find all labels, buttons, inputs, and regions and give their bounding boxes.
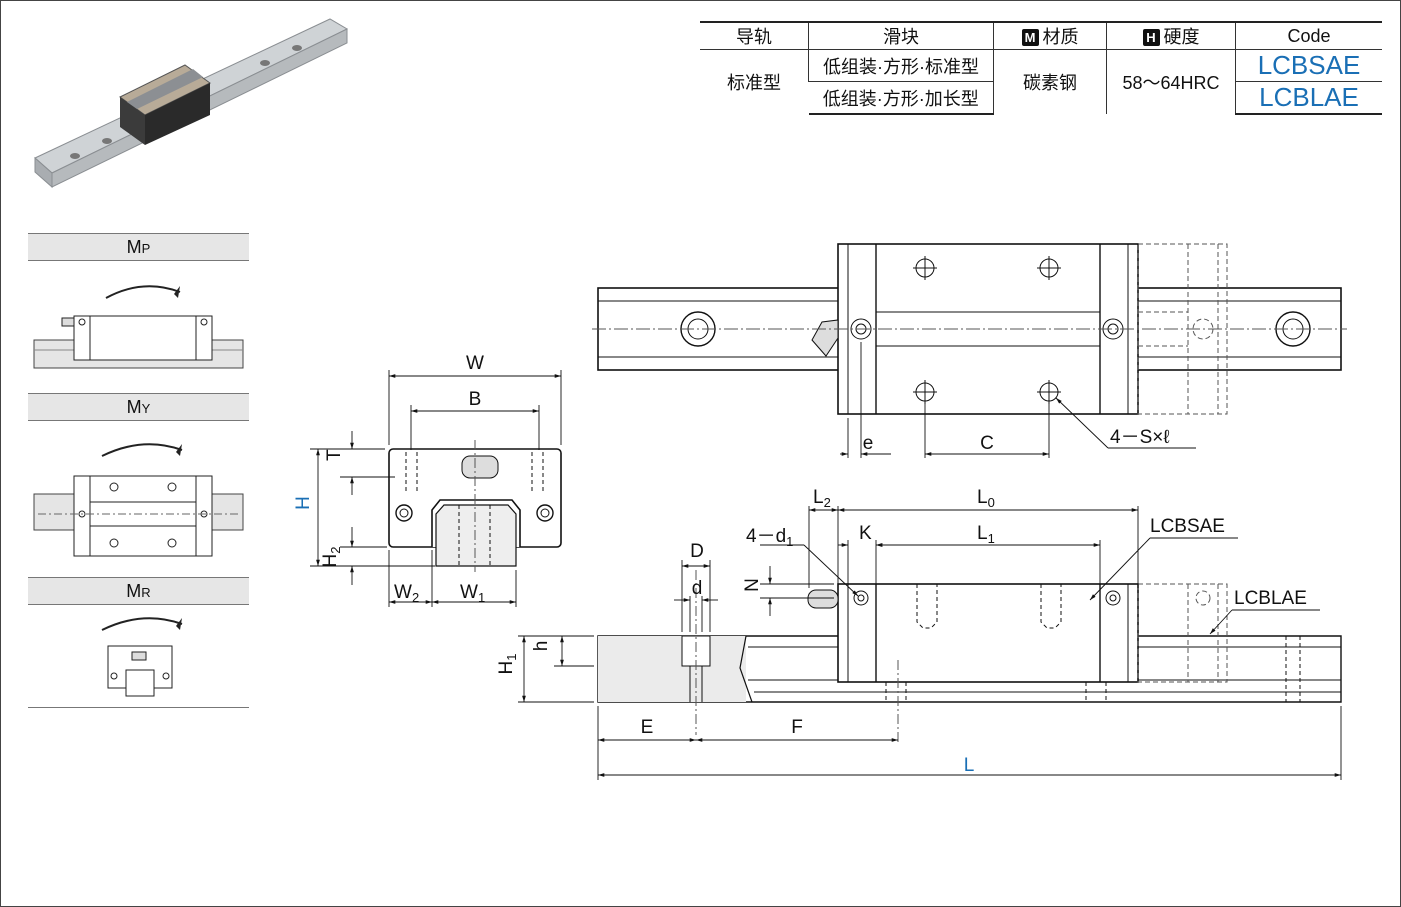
header-rail: 导轨 [700,21,809,50]
label-h: h [531,641,552,652]
moment-mp-header: MP [28,233,249,261]
label-L2: L2 [813,487,831,510]
top-view-labels: e C 4－S×ℓ [863,427,1170,454]
hardness-icon: H [1142,29,1160,46]
label-d: d [692,578,703,599]
moment-panel-bottom-rule [28,707,249,708]
label-W2: W2 [394,582,419,605]
label-B: B [469,389,482,410]
code-long: LCBLAE [1235,81,1382,115]
product-photo [34,18,349,189]
label-T: T [324,449,345,461]
end-view-dimensions [310,370,562,607]
label-hole-spec: 4－S×ℓ [1110,427,1169,448]
label-L0: L0 [977,487,995,510]
rail-type-cell: 标准型 [727,73,781,93]
label-N: N [742,578,763,592]
moment-mr-header: MR [28,577,249,605]
label-d1: 4－d1 [746,526,793,549]
label-e: e [863,433,874,454]
top-view [592,243,1347,415]
label-D: D [690,541,704,562]
moment-mr-diagram [101,617,183,697]
block-type-long: 低组装·方形·加长型 [808,81,994,115]
label-H1: H1 [496,654,519,675]
label-W1: W1 [460,582,485,605]
label-L1: L1 [977,523,995,546]
label-K: K [859,523,872,544]
side-view-dimensions [518,506,1342,780]
moment-my-header: MY [28,393,249,421]
moment-mp-diagram [33,285,244,369]
header-block: 滑块 [808,21,994,50]
material-cell: 碳素钢 [993,49,1107,114]
hardness-cell: 58～64HRC [1106,49,1236,114]
label-C: C [980,433,994,454]
end-view [388,440,562,572]
label-F: F [791,717,803,738]
top-view-dimensions [840,342,1196,458]
label-W: W [466,353,484,374]
moment-my-diagram [33,443,244,557]
code-std: LCBSAE [1235,49,1382,82]
label-L: L [964,755,975,776]
block-type-std: 低组装·方形·标准型 [808,49,994,82]
header-code: Code [1235,21,1382,50]
label-code-std: LCBSAE [1150,516,1225,537]
side-view [597,570,1342,745]
end-view-labels: W B T H H2 W2 W1 [293,353,485,605]
label-code-long: LCBLAE [1234,588,1307,609]
label-H: H [293,496,314,510]
label-E: E [641,717,654,738]
label-H2: H2 [320,547,343,568]
side-view-labels: L2 L0 K L1 4－d1 N D d h H1 E F L LCBSAE … [496,487,1307,776]
material-icon: M [1021,29,1039,46]
